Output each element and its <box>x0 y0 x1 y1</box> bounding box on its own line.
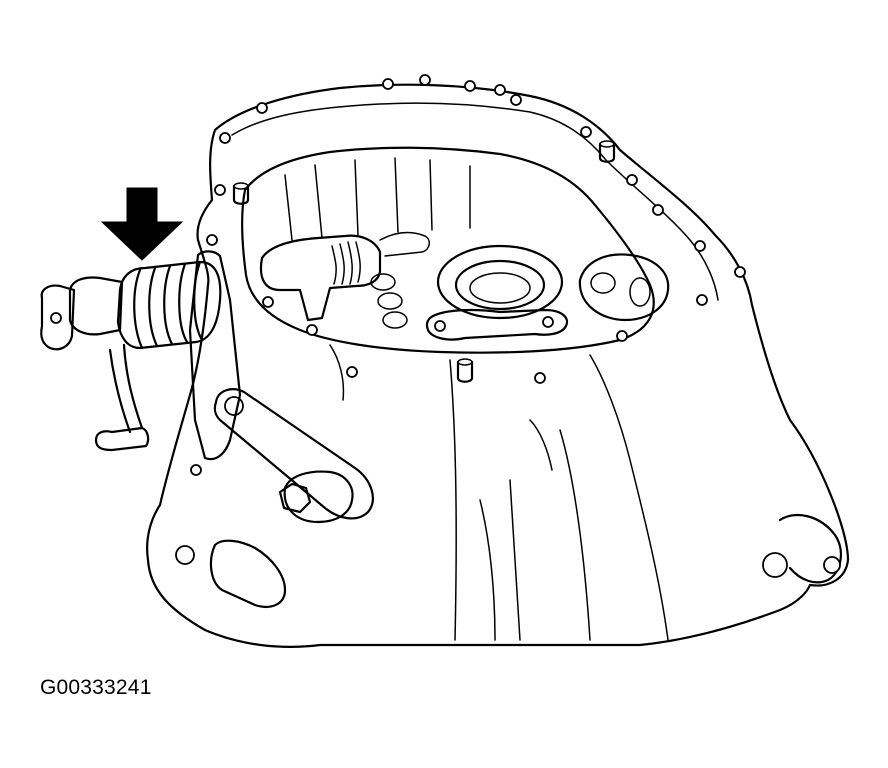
gasket-ring-1 <box>370 273 396 291</box>
gasket-ring-2 <box>377 292 403 310</box>
flange-bolt <box>256 102 268 114</box>
bearing-bore-inner <box>454 259 546 311</box>
flange-bolt <box>214 184 226 196</box>
release-cylinder-body <box>116 260 222 350</box>
push-rod-housing <box>68 276 124 336</box>
flange-bolt <box>464 80 476 92</box>
lever-rod <box>108 343 144 434</box>
flange-bolt <box>696 294 708 306</box>
mounting-ear-right <box>778 513 842 584</box>
flange-bolt <box>652 204 664 216</box>
flange-bolts <box>190 74 746 476</box>
bearing-bore-outer <box>436 244 564 320</box>
pocket-boss <box>175 545 195 565</box>
dowel-pin-lower <box>456 360 474 383</box>
dowel-pin-lower-top <box>457 358 473 366</box>
lever-handle <box>94 426 150 452</box>
bearing-bore-core <box>469 272 531 304</box>
flange-bolt <box>494 84 506 96</box>
case-flange-inner <box>231 102 719 301</box>
side-plate-hole-2 <box>629 277 651 307</box>
figure-code-label: G00333241 <box>40 676 152 699</box>
flange-bolt <box>734 266 746 278</box>
shift-spring <box>331 241 361 285</box>
flange-bolt <box>510 94 522 106</box>
flange-bolt <box>419 74 431 86</box>
case-lower-flange <box>329 344 669 641</box>
case-flange-outline <box>196 83 850 587</box>
dowel-pin-left-top <box>233 182 249 190</box>
case-lower-body <box>146 283 812 648</box>
pointer-arrow <box>100 187 184 261</box>
push-rod-bleed-port <box>50 312 62 324</box>
flange-bolt <box>190 464 202 476</box>
dowel-pin-right <box>598 142 616 163</box>
release-cylinder-coils <box>133 260 204 350</box>
slave-cylinder-bracket <box>188 250 242 461</box>
side-plate <box>578 253 670 322</box>
release-fork-pivot <box>224 396 244 416</box>
flange-bolt <box>580 126 592 138</box>
flange-bolt <box>694 240 706 252</box>
bell-housing-opening <box>240 146 655 354</box>
release-shaft-boss <box>283 470 354 524</box>
flange-bolt <box>346 366 358 378</box>
flange-bolt <box>219 132 231 144</box>
lower-right-boss <box>762 552 788 578</box>
flange-bolt <box>626 174 638 186</box>
retainer-bolt-left <box>434 320 446 332</box>
flange-bolt <box>262 296 274 308</box>
retainer-bolt-right <box>542 316 554 328</box>
push-rod-end-cap <box>40 284 76 351</box>
flange-bolt <box>534 372 546 384</box>
flange-bolt <box>206 234 218 246</box>
internal-ribs <box>284 157 471 241</box>
release-shaft-bolt <box>278 482 312 514</box>
flange-bolt <box>616 330 628 342</box>
shift-rail <box>379 231 430 257</box>
flange-bolt <box>382 78 394 90</box>
dowel-pin-right-top <box>599 140 615 148</box>
case-lower-ribs <box>449 359 591 641</box>
case-pocket <box>209 539 287 608</box>
shift-fork-assembly <box>259 234 382 322</box>
release-fork-lever <box>213 388 374 520</box>
dowel-pin-left <box>232 184 250 205</box>
bearing-retainer-plate <box>425 308 569 341</box>
side-plate-hole-1 <box>590 272 616 294</box>
mounting-ear-hole <box>823 556 841 574</box>
gasket-ring-3 <box>382 311 408 329</box>
flange-bolt <box>306 324 318 336</box>
